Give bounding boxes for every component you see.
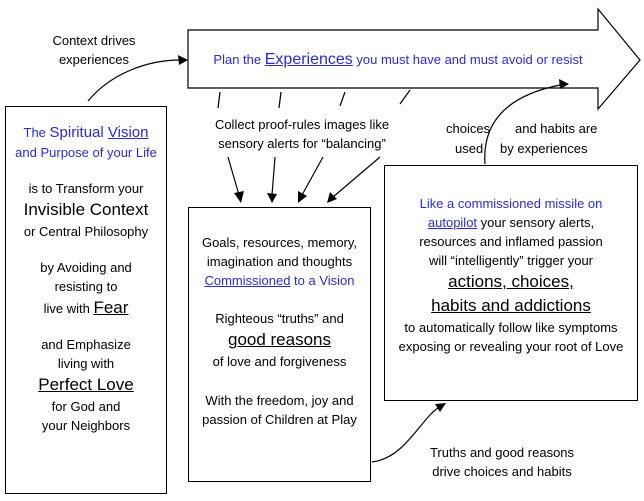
invisible-context-text: Invisible Context bbox=[23, 200, 149, 219]
choices-label-a: choices bbox=[446, 121, 491, 136]
purpose-text: and Purpose of your Life bbox=[15, 145, 157, 160]
good-reasons-text: good reasons bbox=[227, 330, 332, 349]
passion-text: passion of Children at Play bbox=[202, 412, 357, 427]
fear-line: live with Fear bbox=[43, 298, 129, 317]
autopilot-line: autopilot your sensory alerts, bbox=[385, 213, 637, 232]
trigger-text: will “intelligently” trigger your bbox=[429, 253, 593, 268]
experiences-arrow-label: Plan the Experiences you must have and m… bbox=[196, 50, 600, 69]
exposing-text: exposing or revealing your root of Love bbox=[398, 339, 624, 354]
freedom-text: With the freedom, joy and bbox=[205, 393, 354, 408]
missile-text: Like a commissioned missile on bbox=[419, 196, 603, 211]
spiritual-vision-title: The Spiritual Vision bbox=[23, 124, 149, 141]
avoiding-text: by Avoiding and bbox=[40, 260, 132, 275]
context-label-line1: Context drives bbox=[52, 33, 136, 48]
truths-curve-arrow bbox=[371, 407, 439, 463]
collect-label: Collect proof-rules images like sensory … bbox=[196, 115, 408, 153]
spiritual-vision-box: The Spiritual Vision and Purpose of your… bbox=[5, 106, 167, 494]
autopilot-link[interactable]: autopilot bbox=[427, 215, 478, 230]
context-label: Context drives experiences bbox=[38, 31, 150, 69]
truths-label-line2: drive choices and habits bbox=[432, 464, 572, 479]
fear-text: Fear bbox=[93, 298, 129, 317]
philosophy-text: or Central Philosophy bbox=[23, 224, 149, 239]
goals-line2: imagination and thoughts bbox=[206, 254, 353, 269]
sensory-text: your sensory alerts, bbox=[477, 215, 595, 230]
for-god-text: for God and bbox=[51, 399, 121, 414]
collect-label-line2: sensory alerts for “balancing” bbox=[218, 136, 386, 151]
follow-text: to automatically follow like symptoms bbox=[404, 320, 618, 335]
vision-link[interactable]: Vision bbox=[107, 124, 149, 141]
missile-box: Like a commissioned missile on autopilot… bbox=[384, 165, 638, 401]
righteous-text: Righteous “truths” and bbox=[215, 311, 344, 326]
to-vision-text: to a Vision bbox=[290, 273, 355, 288]
habits-text: habits and addictions bbox=[431, 296, 591, 315]
goals-line1: Goals, resources, memory, bbox=[201, 235, 358, 250]
arrow-text-after: you must have and must avoid or resist bbox=[352, 52, 583, 67]
resources-text: resources and inflamed passion bbox=[419, 234, 603, 249]
living-with-text: living with bbox=[57, 356, 115, 371]
commissioned-line: Commissioned to a Vision bbox=[189, 271, 370, 290]
actions-text: actions, choices, bbox=[448, 272, 574, 291]
perfect-love-text: Perfect Love bbox=[38, 375, 134, 394]
arrow-text-before: Plan the bbox=[213, 52, 265, 67]
context-label-line2: experiences bbox=[58, 52, 130, 67]
collect-label-line1: Collect proof-rules images like bbox=[214, 117, 390, 132]
love-forgive-text: of love and forgiveness bbox=[212, 354, 347, 369]
truths-label-line1: Truths and good reasons bbox=[429, 445, 575, 460]
resisting-text: resisting to bbox=[54, 279, 118, 294]
neighbors-text: your Neighbors bbox=[41, 418, 131, 433]
truths-label: Truths and good reasons drive choices an… bbox=[416, 443, 588, 481]
transform-text: is to Transform your bbox=[28, 181, 144, 196]
emphasize-text: and Emphasize bbox=[41, 337, 131, 352]
commissioned-link[interactable]: Commissioned bbox=[204, 273, 291, 288]
experiences-link[interactable]: Experiences bbox=[264, 51, 353, 68]
context-curve-arrow bbox=[87, 59, 181, 102]
resources-box: Goals, resources, memory, imagination an… bbox=[188, 207, 371, 482]
choices-label-c: used bbox=[455, 141, 484, 156]
choices-label-b: and habits are bbox=[515, 121, 598, 136]
choices-label-d: by experiences bbox=[500, 141, 588, 156]
choices-curve-arrow bbox=[484, 84, 561, 165]
experiences-arrow-shape bbox=[187, 7, 641, 111]
